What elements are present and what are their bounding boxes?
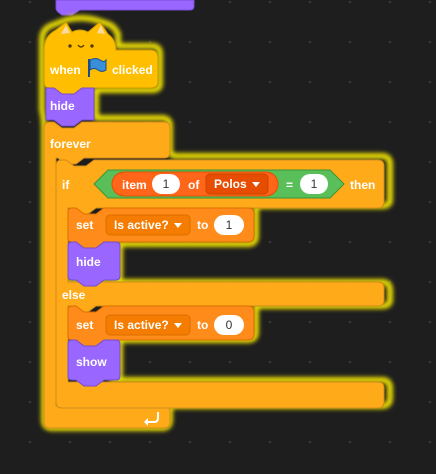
cat-face-icon [68, 44, 94, 48]
set-variable-block-else[interactable]: set Is active? to 0 [67, 305, 255, 347]
set-value-input[interactable]: 1 [214, 215, 244, 235]
hide-block-then[interactable]: hide [67, 241, 121, 287]
variable-name: Is active? [114, 318, 169, 332]
item-label: item [122, 178, 147, 192]
forever-label: forever [50, 137, 91, 151]
show-label: show [76, 355, 107, 369]
hide-label: hide [76, 255, 101, 269]
equals-operator-block[interactable]: = item 1 of Polos 1 [93, 169, 345, 199]
list-dropdown[interactable]: Polos [205, 173, 269, 195]
svg-text:1: 1 [163, 177, 170, 191]
set-label: set [76, 318, 93, 332]
green-flag-icon [88, 58, 107, 77]
set-label: set [76, 218, 93, 232]
variable-name: Is active? [114, 218, 169, 232]
of-label: of [188, 178, 200, 192]
offscreen-looks-block[interactable] [55, 0, 195, 16]
set-variable-block-then[interactable]: set Is active? to 1 [67, 207, 255, 249]
when-flag-clicked-block[interactable]: when clicked [43, 21, 159, 95]
forever-block[interactable]: forever [43, 121, 171, 429]
hat-clicked-label: clicked [112, 63, 153, 77]
hat-when-label: when [49, 63, 81, 77]
hide-label: hide [50, 99, 75, 113]
loop-arrow-icon [144, 412, 159, 426]
compare-value-input[interactable]: 1 [300, 174, 328, 194]
chevron-down-icon [252, 182, 260, 187]
variable-dropdown[interactable]: Is active? [105, 314, 191, 336]
svg-text:0: 0 [226, 318, 233, 332]
to-label: to [197, 218, 208, 232]
then-label: then [350, 178, 375, 192]
if-label: if [62, 178, 70, 192]
show-block-else[interactable]: show [67, 339, 121, 387]
set-value-input[interactable]: 0 [214, 315, 244, 335]
svg-text:1: 1 [311, 177, 318, 191]
to-label: to [197, 318, 208, 332]
variable-dropdown[interactable]: Is active? [105, 214, 191, 236]
chevron-down-icon [174, 323, 182, 328]
if-else-block[interactable]: if then else = item 1 of Polos [55, 159, 385, 409]
chevron-down-icon [174, 223, 182, 228]
item-of-list-reporter[interactable]: item 1 of Polos [111, 171, 279, 197]
item-index-input[interactable]: 1 [152, 174, 180, 194]
equals-sign: = [286, 178, 293, 192]
list-name: Polos [214, 177, 247, 191]
svg-text:1: 1 [226, 218, 233, 232]
else-label: else [62, 288, 86, 302]
hide-block[interactable]: hide [45, 87, 95, 127]
cat-ears-icon [61, 25, 105, 34]
